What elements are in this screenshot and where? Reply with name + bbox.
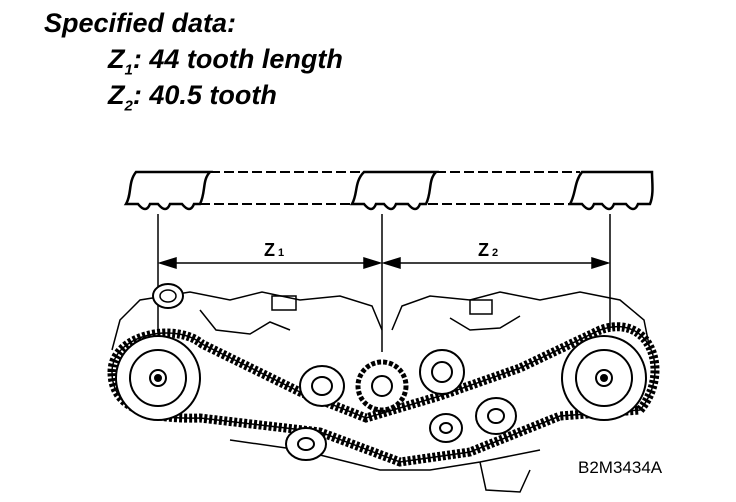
spec-z1-subscript: 1 <box>124 61 133 79</box>
idler-pulley-bottom <box>429 413 463 443</box>
camshaft-pulley-left <box>115 335 201 421</box>
idler-pulley-bottom-left <box>285 427 327 461</box>
figure-code: B2M3434A <box>578 458 663 477</box>
dimension-lines <box>157 214 611 352</box>
spec-title: Specified data: <box>44 8 237 38</box>
arrowhead <box>591 256 611 270</box>
idler-pulley <box>299 365 345 407</box>
belt-tooth-section-right <box>567 170 654 211</box>
oil-filler-cap <box>152 283 184 309</box>
spec-z2-line: Z2: 40.5 tooth <box>108 80 277 114</box>
belt-tooth-section-middle <box>349 170 440 211</box>
spec-z1-line: Z1: 44 tooth length <box>108 44 343 78</box>
arrowhead <box>381 256 401 270</box>
camshaft-pulley-right <box>561 335 647 421</box>
belt-strip <box>200 171 580 205</box>
arrowhead <box>363 256 383 270</box>
belt-tooth-section-left <box>123 170 214 211</box>
arrowhead <box>157 256 177 270</box>
spec-z1-symbol: Z <box>108 44 125 74</box>
idler-pulley-lower <box>475 397 517 435</box>
spec-z2-symbol: Z <box>108 80 125 110</box>
spec-z1-text: : 44 tooth length <box>132 44 343 74</box>
tensioner-pulley <box>419 349 465 395</box>
spec-z2-text: : 40.5 tooth <box>132 80 277 110</box>
spec-z2-subscript: 2 <box>124 97 133 115</box>
crankshaft-sprocket <box>355 359 409 413</box>
